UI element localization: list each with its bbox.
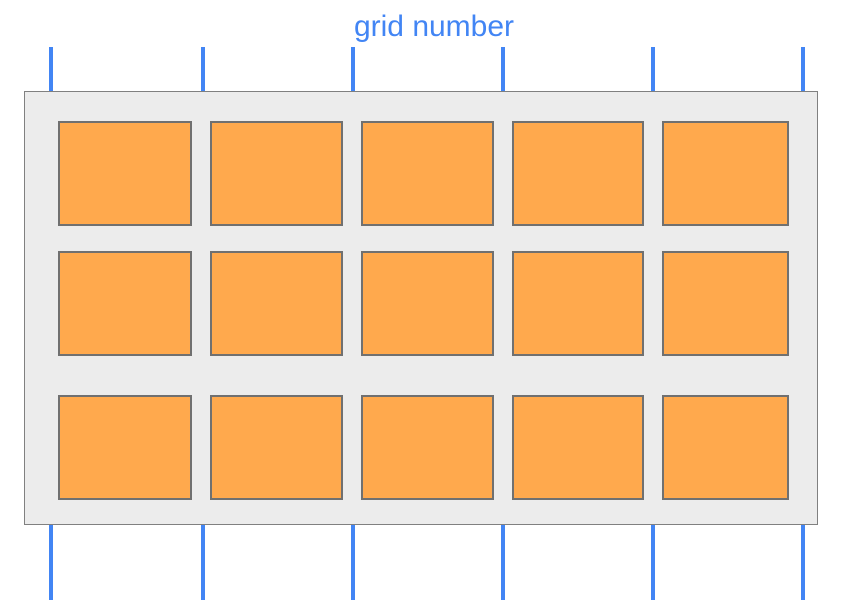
grid-cell-r2c1 [58,251,192,356]
grid-cell-r1c3 [361,121,494,226]
grid-cell-r2c2 [210,251,343,356]
grid-cell-r3c4 [512,395,644,500]
grid-cell-r2c4 [512,251,644,356]
grid-cell-r1c4 [512,121,644,226]
grid-cell-r1c2 [210,121,343,226]
grid-cell-r3c1 [58,395,192,500]
grid-cell-r3c2 [210,395,343,500]
grid-cell-r3c5 [662,395,789,500]
grid-cell-r2c5 [662,251,789,356]
page-title: grid number [353,10,515,43]
grid-cell-r1c1 [58,121,192,226]
grid-cell-r1c5 [662,121,789,226]
grid-container [24,91,818,525]
grid-cell-r2c3 [361,251,494,356]
grid-cell-r3c3 [361,395,494,500]
